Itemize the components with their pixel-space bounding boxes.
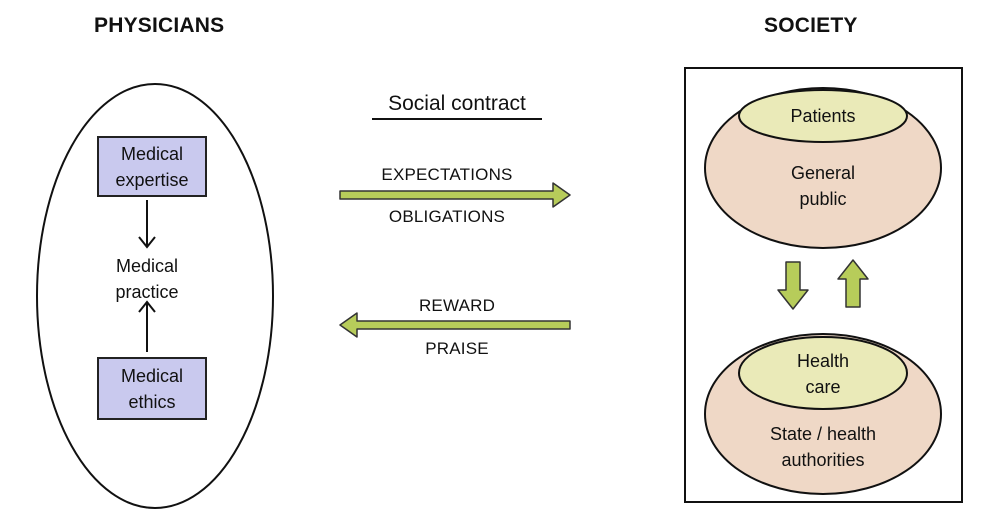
up-arrow: [837, 259, 869, 308]
back-arrow: [339, 312, 571, 338]
expectations-label: EXPECTATIONS: [381, 165, 513, 184]
patients-ellipse: [738, 89, 908, 143]
health-care-ellipse: [738, 336, 908, 410]
down-arrow: [777, 261, 809, 310]
reward-label: REWARD: [418, 296, 496, 315]
ethics-to-practice-arrow: [138, 300, 156, 352]
physicians-oval: [36, 83, 274, 509]
medical-ethics-box: Medical ethics: [97, 357, 207, 420]
society-heading: SOCIETY: [764, 14, 858, 37]
state-authorities-label: State / health authorities: [769, 424, 877, 470]
health-care-label: Health care: [796, 351, 850, 397]
praise-label: PRAISE: [425, 339, 489, 358]
expertise-to-practice-arrow: [138, 200, 156, 249]
social-contract-title: Social contract: [388, 92, 526, 115]
forward-arrow: [339, 182, 571, 208]
general-public-label: General public: [790, 163, 856, 209]
physicians-heading: PHYSICIANS: [94, 14, 225, 37]
medical-practice-label: Medical practice: [115, 256, 179, 302]
obligations-label: OBLIGATIONS: [388, 207, 506, 226]
medical-expertise-box: Medical expertise: [97, 136, 207, 197]
patients-label: Patients: [790, 106, 856, 126]
